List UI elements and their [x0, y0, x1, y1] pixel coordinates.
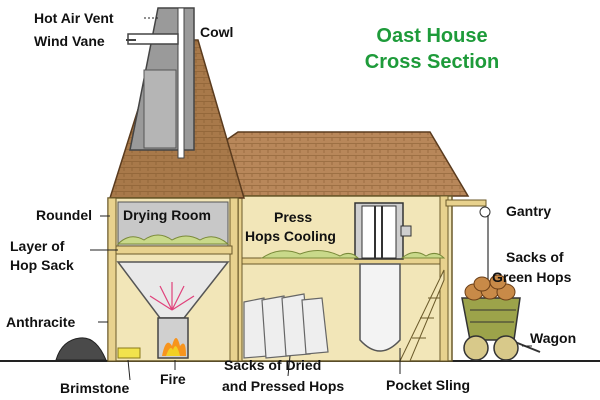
cowl-shaft: [177, 7, 185, 159]
label-hop-sack: Hop Sack: [10, 257, 74, 273]
fire-flames: [162, 338, 186, 356]
diagram-title-line1: Oast House: [376, 25, 487, 47]
pointer-lines: [90, 17, 532, 381]
label-layer-of: Layer of: [10, 238, 65, 254]
label-hot-air-vent: Hot Air Vent: [34, 10, 114, 26]
brimstone-tray: [117, 347, 141, 359]
dried-hop-sacks: [243, 293, 329, 359]
label-drying-room: Drying Room: [123, 207, 211, 223]
label-press: Press: [274, 209, 312, 225]
cooling-hops: [260, 250, 360, 259]
label-hops-cooling: Hops Cooling: [245, 228, 336, 244]
wagon: [461, 297, 541, 361]
label-cowl: Cowl: [200, 24, 233, 40]
label-brimstone: Brimstone: [60, 380, 129, 396]
hop-press: [354, 202, 412, 260]
label-sacks-green-line2: Green Hops: [492, 269, 572, 285]
anthracite-pile: [55, 337, 107, 361]
label-pocket-sling: Pocket Sling: [386, 377, 470, 393]
drying-hops: [116, 234, 230, 245]
kiln-post-left: [107, 197, 117, 362]
hop-sack-floor: [115, 245, 233, 255]
upper-floor: [231, 257, 445, 265]
label-roundel: Roundel: [36, 207, 92, 223]
label-sacks-dried-line1: Sacks of Dried: [224, 357, 321, 373]
kiln-post-right: [229, 197, 239, 362]
gantry: [445, 199, 491, 284]
label-wind-vane: Wind Vane: [34, 33, 105, 49]
diagram-title-line2: Cross Section: [365, 51, 499, 73]
fire-glow: [149, 282, 195, 311]
label-anthracite: Anthracite: [6, 314, 75, 330]
stairs: [399, 269, 445, 362]
hot-air-vent-opening: [143, 69, 177, 149]
label-wagon: Wagon: [530, 330, 576, 346]
green-hop-sacks: [464, 274, 516, 301]
label-fire: Fire: [160, 371, 186, 387]
label-sacks-dried-line2: and Pressed Hops: [222, 378, 344, 394]
pocket-sling-bag: [359, 263, 401, 352]
cooling-hops-right: [400, 252, 446, 259]
barn-roof: [211, 131, 470, 197]
label-gantry: Gantry: [506, 203, 551, 219]
label-sacks-green-line1: Sacks of: [506, 249, 564, 265]
